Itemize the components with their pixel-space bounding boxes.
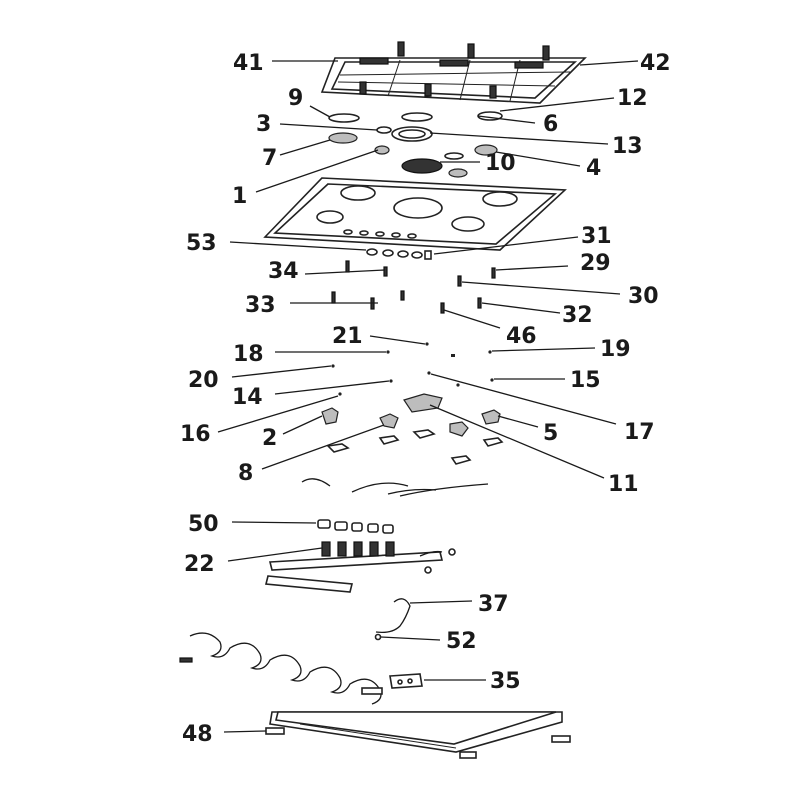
leader-lines (217, 60, 639, 733)
callout-5: 5 (543, 421, 558, 446)
base-tray (265, 687, 571, 759)
control-knobs (331, 248, 496, 314)
gas-pipes (301, 478, 489, 497)
callout-35: 35 (490, 669, 521, 694)
callout-16: 16 (180, 422, 211, 447)
callout-15: 15 (570, 368, 601, 393)
callout-33: 33 (245, 293, 276, 318)
callout-19: 19 (600, 337, 631, 362)
callout-34: 34 (268, 259, 299, 284)
callout-2: 2 (262, 426, 277, 451)
callout-48: 48 (182, 722, 213, 747)
callout-10: 10 (485, 151, 516, 176)
callout-32: 32 (562, 303, 593, 328)
callout-46: 46 (506, 324, 537, 349)
callout-22: 22 (184, 552, 215, 577)
gas-manifold (268, 541, 456, 574)
callout-4: 4 (586, 156, 601, 181)
callout-6: 6 (543, 112, 558, 137)
callout-18: 18 (233, 342, 264, 367)
callout-labels: 41 42 9 12 3 6 13 7 10 4 1 53 31 34 29 3… (180, 51, 671, 747)
callout-7: 7 (262, 146, 277, 171)
screws (331, 342, 494, 396)
callout-8: 8 (238, 461, 253, 486)
callout-29: 29 (580, 251, 611, 276)
burner-bodies (321, 393, 504, 465)
callout-12: 12 (617, 86, 648, 111)
callout-17: 17 (624, 420, 655, 445)
spark-module (389, 673, 423, 689)
burner-caps (328, 111, 503, 178)
callout-30: 30 (628, 284, 659, 309)
callout-11: 11 (608, 472, 639, 497)
callout-13: 13 (612, 134, 643, 159)
ignition-harness (179, 632, 382, 705)
thermocouple-wire (374, 598, 411, 641)
callout-3: 3 (256, 112, 271, 137)
callout-52: 52 (446, 629, 477, 654)
knob-seals (317, 519, 394, 534)
callout-37: 37 (478, 592, 509, 617)
mounting-bracket (264, 575, 354, 593)
callout-50: 50 (188, 512, 219, 537)
cooktop-top-plate (263, 177, 567, 251)
callout-9: 9 (288, 86, 303, 111)
callout-41: 41 (233, 51, 264, 76)
callout-53: 53 (186, 231, 217, 256)
callout-21: 21 (332, 324, 363, 349)
callout-1: 1 (232, 184, 247, 209)
callout-31: 31 (581, 224, 612, 249)
pan-support-grids (320, 41, 587, 104)
callout-20: 20 (188, 368, 219, 393)
callout-14: 14 (232, 385, 263, 410)
callout-42: 42 (640, 51, 671, 76)
